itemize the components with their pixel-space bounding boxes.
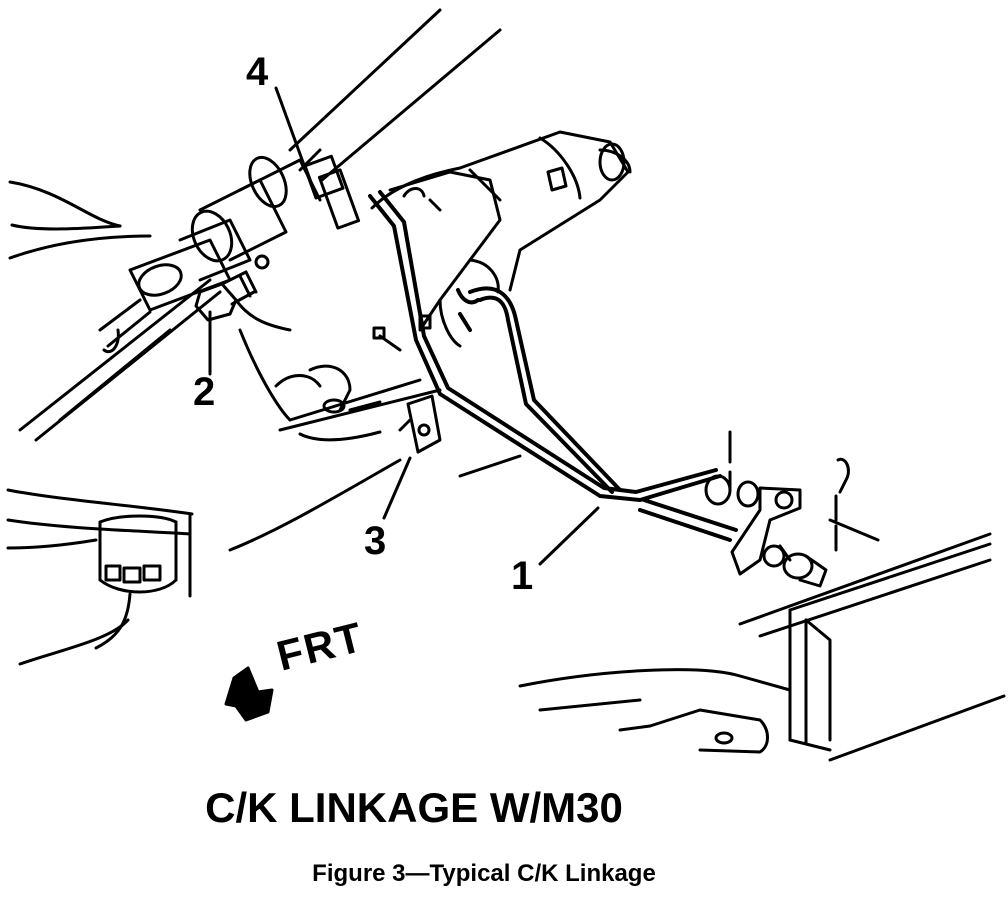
callout-2: 2: [193, 370, 216, 414]
shift-lever-assembly: [704, 430, 880, 588]
frame-rail-right: [518, 532, 1006, 762]
linkage-rods: [368, 190, 738, 542]
figure-caption: Figure 3—Typical C/K Linkage: [312, 860, 656, 887]
callout-leaders: [208, 86, 600, 566]
callout-1: 1: [511, 554, 534, 598]
frame-rail-left: [6, 180, 194, 666]
sensor-housing: [94, 514, 178, 650]
diagram-title: C/K LINKAGE W/M30: [205, 784, 623, 831]
crossmember: [228, 298, 522, 552]
callout-3: 3: [364, 519, 387, 563]
callout-4: 4: [246, 50, 269, 94]
mounting-bracket: [398, 394, 442, 454]
front-arrow-icon: [224, 666, 274, 722]
